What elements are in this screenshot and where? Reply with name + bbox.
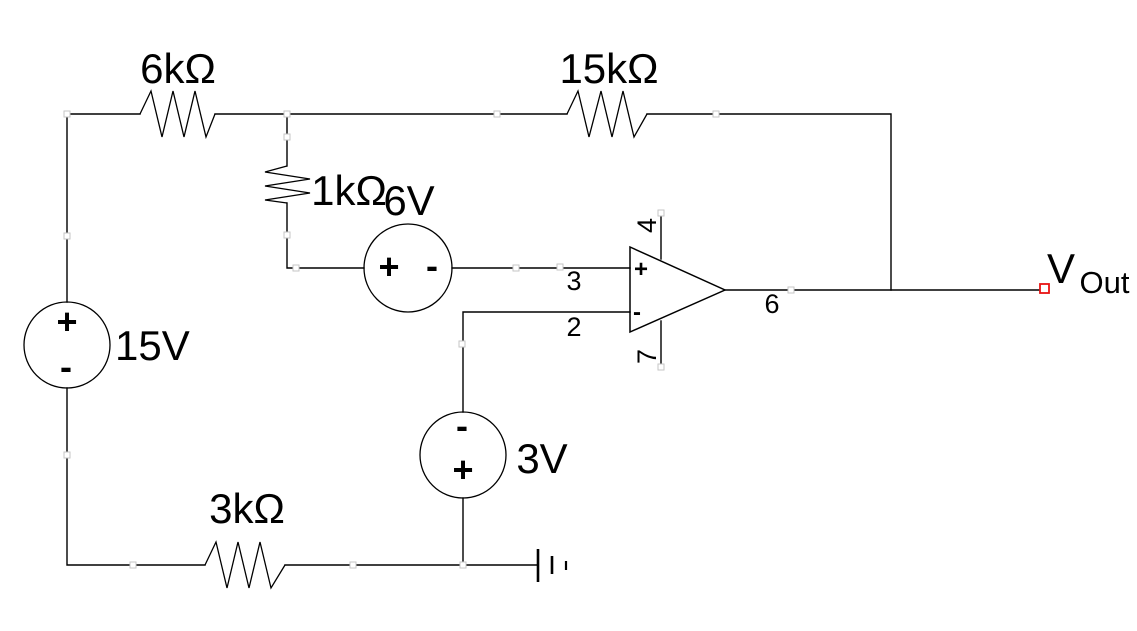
- ground-symbol[interactable]: [536, 549, 568, 582]
- voltage-source-15v[interactable]: + - 15V: [23, 301, 190, 389]
- wire-r-middle-to-source: [286, 202, 365, 269]
- resistor-zigzag[interactable]: [264, 165, 311, 204]
- node-marker: [283, 133, 291, 141]
- resistor-zigzag[interactable]: [204, 540, 286, 590]
- source-label: 6V: [383, 177, 434, 224]
- output-open-terminal[interactable]: [1039, 283, 1050, 294]
- source-plus-mark: +: [378, 246, 399, 287]
- node-marker: [657, 209, 665, 217]
- node-marker: [657, 363, 665, 371]
- node-marker: [512, 264, 520, 272]
- source-minus-mark: -: [60, 346, 72, 387]
- node-marker: [458, 340, 466, 348]
- source-label: 15V: [115, 322, 190, 369]
- node-marker: [349, 561, 357, 569]
- node-marker: [283, 110, 291, 118]
- wire-feedback: [646, 113, 892, 291]
- opamp[interactable]: + - 3 2 4 7 6: [566, 218, 779, 364]
- wire-inverting-input: [462, 311, 631, 413]
- source-minus-mark: -: [426, 245, 438, 286]
- source-plus-mark: +: [452, 449, 473, 490]
- pin-label-inverting: 2: [566, 312, 581, 342]
- source-plus-mark: +: [56, 301, 77, 342]
- pin-label-positive-supply: 4: [632, 218, 662, 233]
- resistor-zigzag[interactable]: [566, 89, 648, 139]
- node-marker: [63, 232, 71, 240]
- resistor-top-right[interactable]: 15kΩ: [559, 45, 659, 139]
- resistor-bottom[interactable]: 3kΩ: [204, 485, 286, 590]
- node-marker: [63, 110, 71, 118]
- pin-label-noninverting: 3: [566, 266, 581, 296]
- vout-label-main: V: [1047, 245, 1075, 292]
- source-minus-mark: -: [456, 405, 468, 446]
- resistor-label: 3kΩ: [209, 485, 285, 532]
- resistor-zigzag[interactable]: [139, 89, 216, 140]
- voltage-source-6v[interactable]: + - 6V: [363, 177, 453, 313]
- wires: [66, 113, 1042, 566]
- opamp-triangle[interactable]: [629, 245, 727, 334]
- node-markers: [63, 110, 795, 569]
- node-marker: [787, 286, 795, 294]
- node-marker: [712, 110, 720, 118]
- resistor-label: 15kΩ: [559, 45, 658, 92]
- opamp-inverting-mark: -: [633, 299, 641, 326]
- node-marker: [283, 231, 291, 239]
- voltage-source-3v[interactable]: - + 3V: [419, 405, 568, 499]
- pin-label-negative-supply: 7: [632, 349, 662, 364]
- node-marker: [556, 263, 564, 271]
- node-marker: [63, 451, 71, 459]
- source-circle[interactable]: [419, 411, 507, 499]
- pin-label-output: 6: [764, 289, 779, 319]
- node-marker: [459, 561, 467, 569]
- opamp-noninverting-mark: +: [634, 256, 648, 283]
- resistor-label: 1kΩ: [311, 167, 387, 214]
- source-circle[interactable]: [23, 301, 111, 389]
- resistor-label: 6kΩ: [140, 45, 216, 92]
- wire-left-rail-lower: [66, 387, 206, 566]
- node-marker: [129, 561, 137, 569]
- resistor-top-left[interactable]: 6kΩ: [139, 45, 216, 140]
- vout-label-subscript: Out: [1079, 265, 1129, 300]
- source-circle[interactable]: [363, 223, 453, 313]
- resistor-middle-vertical[interactable]: 1kΩ: [264, 165, 387, 214]
- vout-label: V Out: [1047, 245, 1130, 300]
- node-marker: [493, 110, 501, 118]
- node-marker: [292, 264, 300, 272]
- source-label: 3V: [516, 435, 567, 482]
